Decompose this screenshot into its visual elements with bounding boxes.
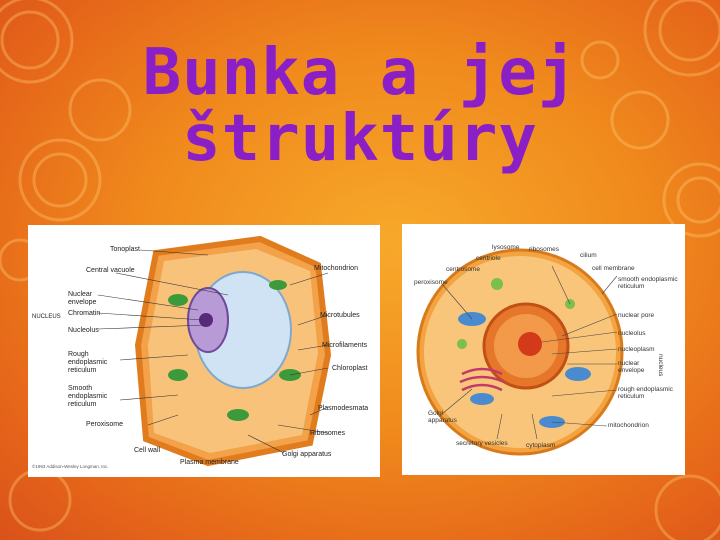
label-tonoplast: Tonoplast xyxy=(110,246,140,254)
label-golgi-animal: Golgi apparatus xyxy=(428,410,468,424)
label-ribosomes-animal: ribosomes xyxy=(529,246,559,253)
label-nucleoplasm: nucleoplasm xyxy=(618,346,655,353)
label-cilium: cilium xyxy=(580,252,597,259)
label-mitochondrion-animal: mitochondrion xyxy=(608,422,649,429)
label-smooth-er-animal: smooth endoplasmic reticulum xyxy=(618,276,682,290)
label-peroxisome: Peroxisome xyxy=(86,421,123,429)
label-nucleus-animal: nucleus xyxy=(657,354,664,376)
label-chloroplast: Chloroplast xyxy=(332,365,367,373)
label-secretory-vesicles: secretory vesicles xyxy=(456,440,508,447)
label-central-vacuole: Central vacuole xyxy=(86,267,138,275)
label-plasmodesmata: Plasmodesmata xyxy=(318,405,368,413)
label-nucleolus: Nucleolus xyxy=(68,327,99,335)
label-ribosomes: Ribosomes xyxy=(310,430,345,438)
label-plasma-membrane: Plasma membrane xyxy=(180,459,239,467)
label-nucleolus-animal: nucleolus xyxy=(618,330,645,337)
copyright-text: ©1993 Addison-Wesley Longman, Inc. xyxy=(32,463,109,471)
label-microtubules: Microtubules xyxy=(320,312,360,320)
label-nuclear-envelope: Nuclear envelope xyxy=(68,291,114,307)
label-nuclear-envelope-animal: nuclear envelope xyxy=(618,360,662,374)
label-rough-er-animal: rough endoplasmic reticulum xyxy=(618,386,682,400)
label-cell-wall: Cell wall xyxy=(134,447,160,455)
label-centrosome: centrosome xyxy=(446,266,480,273)
label-mitochondrion: Mitochondrion xyxy=(314,265,358,273)
label-smooth-er: Smooth endoplasmic reticulum xyxy=(68,385,124,409)
label-golgi: Golgi apparatus xyxy=(282,451,331,459)
label-rough-er: Rough endoplasmic reticulum xyxy=(68,351,124,375)
label-cytoplasm: cytoplasm xyxy=(526,442,555,449)
label-chromatin: Chromatin xyxy=(68,310,100,318)
plant-cell-diagram: Tonoplast Central vacuole Nuclear envelo… xyxy=(28,225,380,477)
label-peroxisome-animal: peroxisome xyxy=(414,279,448,286)
label-lysosome: lysosome xyxy=(492,244,519,251)
page-title: Bunka a jej štruktúry xyxy=(120,40,600,172)
label-cell-membrane: cell membrane xyxy=(592,265,635,272)
animal-cell-diagram: lysosome centriole ribosomes cilium cell… xyxy=(402,224,685,475)
label-microfilaments: Microfilaments xyxy=(322,342,367,350)
label-nuclear-pore: nuclear pore xyxy=(618,312,654,319)
label-nucleus: NUCLEUS xyxy=(32,313,61,321)
label-centriole: centriole xyxy=(476,255,501,262)
